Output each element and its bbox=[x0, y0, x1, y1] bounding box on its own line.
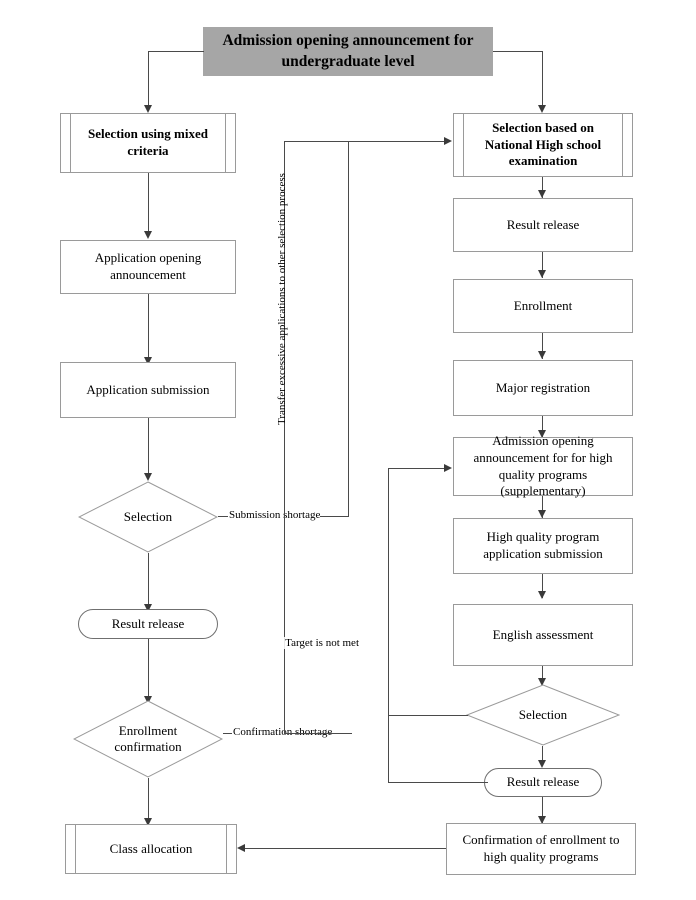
edge-enrollment-to-major bbox=[542, 333, 543, 359]
arrow-major-to-hqann bbox=[537, 430, 546, 438]
arrow-enrollconf-to-classalloc bbox=[143, 818, 152, 826]
edge-rightdec-to-result2 bbox=[542, 746, 543, 764]
node-title: Admission opening announcement for under… bbox=[203, 27, 493, 76]
node-english-assessment: English assessment bbox=[453, 604, 633, 666]
node-left-selection: Selection using mixed criteria bbox=[60, 113, 236, 173]
node-left-decision: Selection bbox=[78, 481, 218, 553]
node-right-result-release2: Result release bbox=[484, 768, 602, 797]
node-application-opening: Application opening announcement bbox=[60, 240, 236, 294]
node-hq-application-label: High quality program application submiss… bbox=[483, 529, 603, 561]
node-confirmation-enrollment-label: Confirmation of enrollment to high quali… bbox=[462, 832, 620, 864]
node-right-selection-label: Selection based on National High school … bbox=[484, 120, 602, 169]
edge-label-confirmation-shortage: Confirmation shortage bbox=[232, 726, 334, 738]
edge-label-target-not-met: Target is not met bbox=[284, 637, 360, 649]
edge-result-to-enrollconf bbox=[148, 639, 149, 699]
node-title-label: Admission opening announcement for under… bbox=[222, 32, 474, 70]
edge-result-to-enrollment bbox=[542, 252, 543, 278]
arrow-appopen-to-appsub bbox=[143, 357, 152, 365]
diamond-shape bbox=[466, 684, 620, 746]
node-enrollment-confirmation-label: Enrollment confirmation bbox=[114, 722, 182, 754]
arrow-rightsel-to-result bbox=[537, 190, 546, 198]
node-hq-application: High quality program application submiss… bbox=[453, 518, 633, 574]
arrow-leftsel-to-appopen bbox=[143, 231, 152, 239]
arrow-transfer-to-right-selection bbox=[444, 136, 452, 145]
edge-target-not-met-from-decision bbox=[388, 715, 468, 716]
node-application-submission-label: Application submission bbox=[86, 381, 210, 397]
diamond-shape bbox=[73, 700, 223, 778]
arrow-result-to-enrollconf bbox=[143, 696, 152, 704]
node-left-result-release: Result release bbox=[78, 609, 218, 639]
edge-label-transfer: Transfer excessive applications to other… bbox=[276, 173, 288, 425]
edge-title-to-left-v bbox=[148, 51, 149, 107]
arrow-title-to-right bbox=[537, 105, 546, 113]
edge-confirmation-shortage-v bbox=[284, 141, 285, 733]
node-right-decision-label: Selection bbox=[518, 706, 568, 722]
edge-hqann-to-hqapp bbox=[542, 496, 543, 518]
edge-english-to-rightdec bbox=[542, 666, 543, 684]
node-confirmation-enrollment: Confirmation of enrollment to high quali… bbox=[446, 823, 636, 875]
node-enrollment-confirmation: Enrollment confirmation bbox=[73, 700, 223, 778]
node-class-allocation: Class allocation bbox=[65, 824, 237, 874]
arrow-result-to-enrollment bbox=[537, 270, 546, 278]
node-right-result-release: Result release bbox=[453, 198, 633, 252]
edge-confirmation-shortage-h1 bbox=[223, 733, 234, 734]
edge-submission-shortage-h1 bbox=[218, 516, 230, 517]
arrow-confirm-to-classalloc bbox=[237, 843, 245, 852]
node-left-result-release-label: Result release bbox=[111, 615, 185, 631]
node-class-allocation-label: Class allocation bbox=[109, 840, 193, 856]
arrow-hqann-to-hqapp bbox=[537, 510, 546, 518]
arrow-appsub-to-leftdec bbox=[143, 473, 152, 481]
arrow-result2-to-confirm bbox=[537, 816, 546, 824]
edge-confirmation-shortage-h3 bbox=[284, 733, 352, 734]
diamond-shape bbox=[78, 481, 218, 553]
arrow-title-to-left bbox=[143, 105, 152, 113]
node-english-assessment-label: English assessment bbox=[492, 626, 594, 642]
edge-submission-shortage-h2 bbox=[320, 516, 349, 517]
node-enrollment-label: Enrollment bbox=[513, 297, 573, 313]
node-right-decision: Selection bbox=[466, 684, 620, 746]
edge-title-to-left-h bbox=[148, 51, 204, 52]
node-application-submission: Application submission bbox=[60, 362, 236, 418]
edge-result2-to-confirm bbox=[542, 797, 543, 823]
arrow-hqapp-to-english bbox=[537, 591, 546, 599]
arrow-enrollment-to-major bbox=[537, 351, 546, 359]
node-right-selection: Selection based on National High school … bbox=[453, 113, 633, 177]
arrow-target-not-met bbox=[444, 463, 452, 472]
node-left-decision-label: Selection bbox=[123, 508, 173, 524]
edge-target-not-met-to-hqann bbox=[388, 468, 446, 469]
edge-target-not-met-v bbox=[388, 468, 389, 783]
edge-rightsel-to-result bbox=[542, 177, 543, 199]
arrow-leftdec-to-result bbox=[143, 604, 152, 612]
edge-leftdec-to-result bbox=[148, 553, 149, 607]
edge-label-submission-shortage: Submission shortage bbox=[228, 509, 322, 521]
node-right-result-release2-label: Result release bbox=[506, 774, 580, 790]
node-major-registration-label: Major registration bbox=[495, 379, 591, 395]
node-hq-announcement-label: Admission opening announcement for for h… bbox=[473, 433, 613, 499]
node-right-result-release-label: Result release bbox=[506, 216, 580, 232]
edge-submission-shortage-v bbox=[348, 141, 349, 516]
edge-leftsel-to-appopen bbox=[148, 173, 149, 233]
node-hq-announcement: Admission opening announcement for for h… bbox=[453, 433, 633, 498]
edge-title-to-right-h bbox=[493, 51, 543, 52]
edge-transfer-h bbox=[284, 141, 446, 142]
edge-title-to-right-v bbox=[542, 51, 543, 107]
node-application-opening-label: Application opening announcement bbox=[94, 250, 202, 282]
arrow-english-to-rightdec bbox=[537, 678, 546, 686]
edge-enrollconf-to-classalloc bbox=[148, 778, 149, 822]
node-enrollment: Enrollment bbox=[453, 279, 633, 333]
arrow-rightdec-to-result2 bbox=[537, 760, 546, 768]
edge-appopen-to-appsub bbox=[148, 294, 149, 360]
edge-major-to-hqann bbox=[542, 416, 543, 438]
edge-appsub-to-leftdec bbox=[148, 418, 149, 476]
edge-hqapp-to-english bbox=[542, 574, 543, 598]
edge-target-not-met-from-result bbox=[388, 782, 488, 783]
node-major-registration: Major registration bbox=[453, 360, 633, 416]
node-left-selection-label: Selection using mixed criteria bbox=[88, 126, 208, 158]
edge-confirm-to-classalloc bbox=[245, 848, 446, 849]
